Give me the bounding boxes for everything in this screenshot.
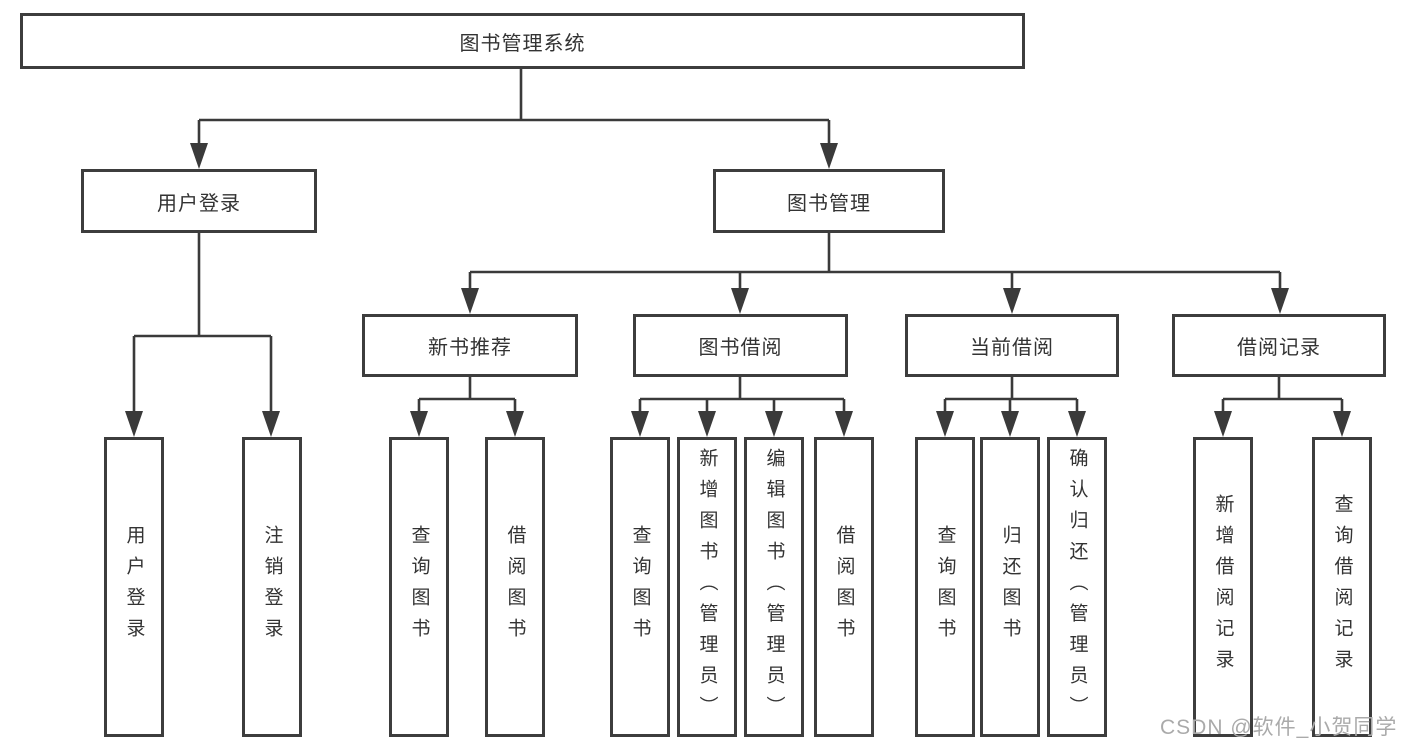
leaf-query-books-1: 查询图书	[389, 437, 449, 737]
leaf-borrow-books-2: 借阅图书	[814, 437, 874, 737]
leaf-confirm-return-admin: 确认归还（管理员）	[1047, 437, 1107, 737]
root-node-book-management-system: 图书管理系统	[20, 13, 1025, 69]
node-current-borrowing: 当前借阅	[905, 314, 1119, 377]
csdn-watermark: CSDN @软件_小贺同学	[1160, 716, 1398, 739]
leaf-borrow-books-2-label: 借阅图书	[833, 525, 855, 649]
leaf-edit-books-admin-label: 编辑图书（管理员）	[763, 447, 785, 727]
leaf-add-books-admin-label: 新增图书（管理员）	[696, 447, 718, 727]
leaf-user-login: 用户登录	[104, 437, 164, 737]
leaf-add-borrow-record-label: 新增借阅记录	[1212, 494, 1234, 680]
branch-user-login: 用户登录	[81, 169, 317, 233]
node-book-borrowing: 图书借阅	[633, 314, 848, 377]
branch-book-management: 图书管理	[713, 169, 945, 233]
leaf-query-books-3-label: 查询图书	[934, 525, 956, 649]
leaf-logout-label: 注销登录	[261, 525, 283, 649]
leaf-confirm-return-admin-label: 确认归还（管理员）	[1066, 447, 1088, 727]
leaf-query-books-2-label: 查询图书	[629, 525, 651, 649]
leaf-borrow-books-1-label: 借阅图书	[504, 525, 526, 649]
leaf-query-borrow-record: 查询借阅记录	[1312, 437, 1372, 737]
node-new-book-recommendation: 新书推荐	[362, 314, 578, 377]
leaf-return-books-label: 归还图书	[999, 525, 1021, 649]
leaf-query-books-2: 查询图书	[610, 437, 670, 737]
leaf-edit-books-admin: 编辑图书（管理员）	[744, 437, 804, 737]
leaf-query-books-1-label: 查询图书	[408, 525, 430, 649]
leaf-user-login-label: 用户登录	[123, 525, 145, 649]
leaf-logout: 注销登录	[242, 437, 302, 737]
leaf-add-books-admin: 新增图书（管理员）	[677, 437, 737, 737]
leaf-query-borrow-record-label: 查询借阅记录	[1331, 494, 1353, 680]
node-borrowing-records: 借阅记录	[1172, 314, 1386, 377]
leaf-query-books-3: 查询图书	[915, 437, 975, 737]
leaf-add-borrow-record: 新增借阅记录	[1193, 437, 1253, 737]
leaf-borrow-books-1: 借阅图书	[485, 437, 545, 737]
leaf-return-books: 归还图书	[980, 437, 1040, 737]
